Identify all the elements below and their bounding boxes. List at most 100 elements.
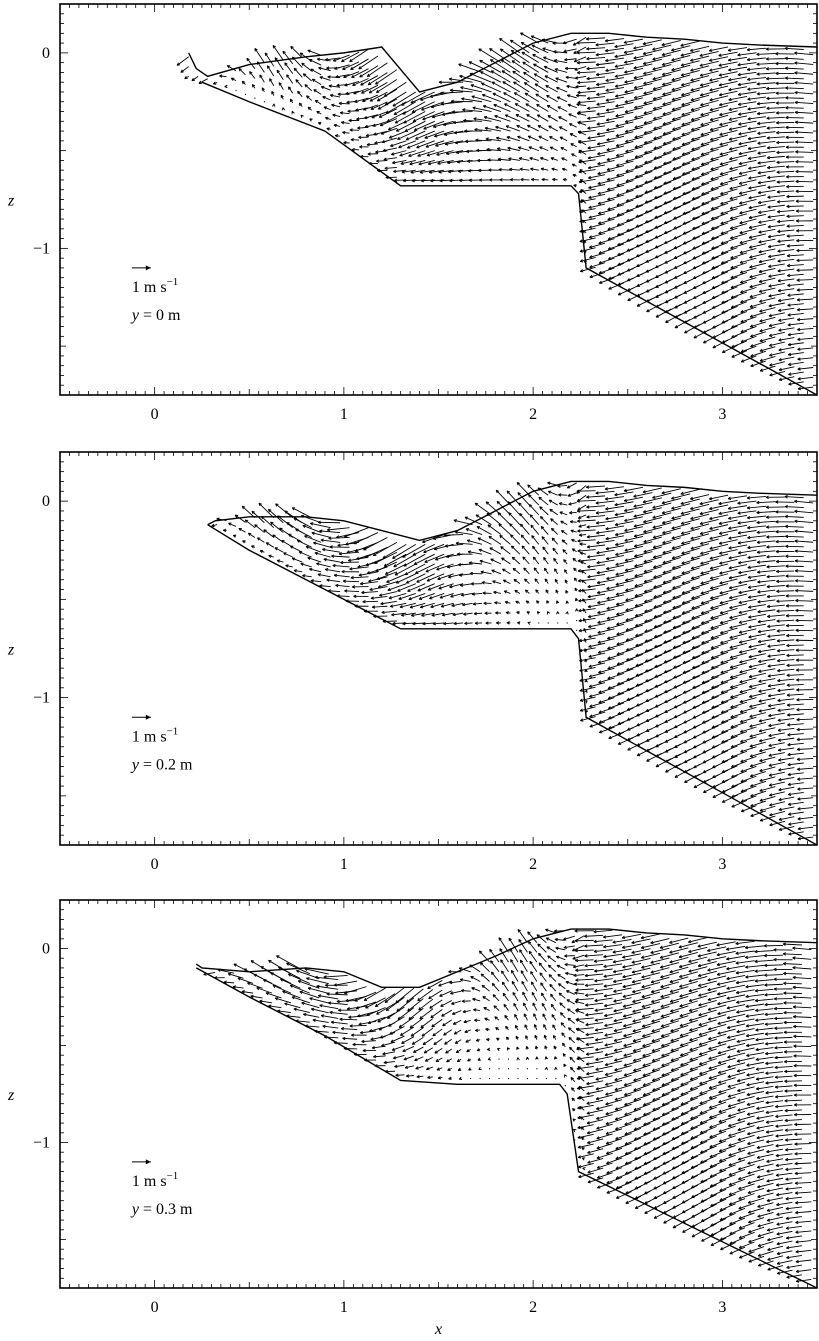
velocity-vector (663, 655, 681, 664)
velocity-arrowhead (699, 63, 703, 67)
velocity-arrowhead (738, 132, 742, 136)
velocity-vector (767, 234, 785, 238)
velocity-vector (787, 264, 804, 267)
velocity-vector (567, 104, 577, 109)
velocity-vector (767, 644, 785, 647)
velocity-vector (387, 583, 407, 591)
velocity-vector (757, 121, 776, 125)
velocity-arrowhead (731, 784, 735, 788)
velocity-vector (269, 78, 275, 87)
velocity-vector (614, 491, 634, 496)
velocity-arrowhead (606, 596, 610, 600)
velocity-arrowhead (635, 204, 639, 208)
velocity-arrowhead (796, 229, 800, 233)
velocity-arrowhead (461, 97, 465, 101)
velocity-arrowhead (606, 616, 611, 620)
velocity-vector (767, 224, 785, 228)
velocity-arrowhead (787, 752, 791, 757)
velocity-vector (777, 698, 795, 702)
velocity-vector (597, 589, 615, 594)
velocity-arrowhead (730, 734, 734, 739)
velocity-arrowhead (700, 112, 704, 117)
scale-arrow (131, 265, 151, 271)
velocity-vector (375, 69, 398, 85)
velocity-arrowhead (617, 272, 621, 276)
velocity-arrowhead (740, 769, 744, 773)
velocity-arrowhead (785, 554, 789, 558)
velocity-arrowhead (758, 659, 762, 663)
velocity-arrowhead (466, 159, 471, 163)
velocity-vector (546, 105, 558, 112)
velocity-arrowhead (728, 68, 732, 72)
velocity-arrowhead (608, 725, 612, 730)
velocity-arrowhead (490, 70, 495, 74)
velocity-arrowhead (730, 754, 735, 758)
velocity-arrowhead (606, 576, 610, 581)
velocity-arrowhead (747, 107, 751, 111)
velocity-vector (577, 100, 596, 104)
velocity-vector (731, 320, 748, 328)
velocity-vector (449, 583, 464, 588)
velocity-arrowhead (356, 117, 360, 121)
velocity-vector (548, 125, 558, 132)
velocity-arrowhead (787, 352, 792, 357)
velocity-arrowhead (672, 645, 677, 649)
velocity-vector (748, 145, 766, 150)
velocity-arrowhead (458, 63, 462, 67)
velocity-arrowhead (784, 76, 789, 80)
velocity-arrowhead (699, 501, 703, 506)
velocity-arrowhead (562, 178, 566, 182)
velocity-vectors (211, 481, 814, 841)
velocity-vector (588, 632, 606, 638)
velocity-arrowhead (776, 200, 781, 204)
velocity-arrowhead (625, 598, 629, 602)
velocity-arrowhead (286, 521, 290, 526)
velocity-vector (794, 500, 814, 504)
velocity-vector (680, 508, 700, 515)
velocity-vector (690, 553, 710, 560)
velocity-arrowhead (682, 181, 686, 186)
velocity-vector (624, 545, 643, 552)
velocity-arrowhead (748, 225, 753, 230)
velocity-arrowhead (572, 173, 576, 178)
velocity-vector (683, 236, 700, 245)
velocity-arrowhead (274, 57, 278, 61)
velocity-arrowhead (513, 578, 517, 583)
velocity-vector (635, 669, 653, 677)
velocity-arrowhead (653, 565, 657, 569)
velocity-vector (616, 648, 634, 655)
velocity-arrowhead (323, 106, 328, 110)
velocity-vector (729, 154, 748, 160)
velocity-arrowhead (448, 169, 452, 174)
velocity-arrowhead (748, 205, 752, 210)
velocity-vector (326, 579, 341, 583)
velocity-arrowhead (767, 234, 772, 239)
velocity-arrowhead (578, 189, 583, 194)
velocity-arrowhead (434, 134, 438, 138)
velocity-arrowhead (767, 205, 771, 209)
velocity-arrowhead (766, 525, 770, 529)
velocity-arrowhead (711, 226, 715, 230)
velocity-arrowhead (690, 78, 694, 82)
velocity-arrowhead (484, 126, 488, 131)
velocity-arrowhead (358, 135, 362, 140)
velocity-vector (691, 182, 710, 190)
velocity-arrowhead (596, 92, 600, 96)
velocity-arrowhead (598, 251, 602, 255)
velocity-arrowhead (232, 534, 237, 538)
velocity-arrowhead (738, 640, 743, 644)
velocity-vector (464, 622, 473, 624)
velocity-arrowhead (587, 146, 591, 150)
velocity-vector (738, 101, 757, 106)
velocity-arrowhead (550, 527, 555, 532)
velocity-arrowhead (757, 629, 761, 634)
velocity-arrowhead (435, 143, 439, 147)
velocity-vector (634, 141, 653, 148)
velocity-arrowhead (661, 72, 666, 76)
velocity-vector (328, 590, 341, 592)
velocity-arrowhead (577, 130, 582, 134)
velocity-arrowhead (642, 500, 647, 504)
velocity-vector (738, 608, 757, 614)
velocity-arrowhead (465, 149, 470, 154)
